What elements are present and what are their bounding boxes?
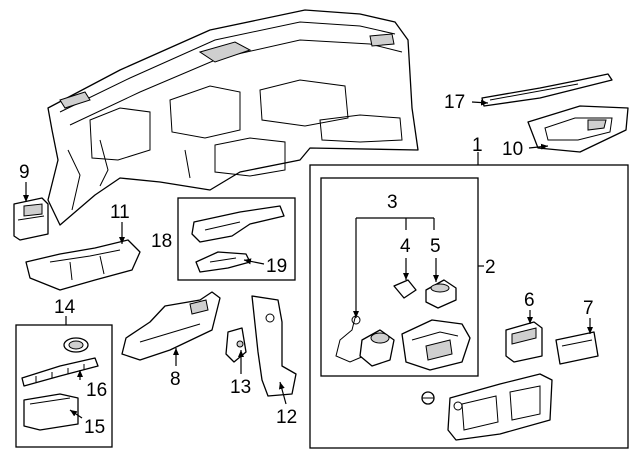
part-9-bracket <box>13 197 49 241</box>
part-17-trim-strip <box>481 73 613 107</box>
callout-14: 14 <box>54 297 76 318</box>
part-8-knee-panel <box>121 291 221 361</box>
callout-18: 18 <box>151 231 172 252</box>
callout-11: 11 <box>110 202 130 223</box>
instrument-panel-assembly <box>47 9 419 226</box>
group-box-1 <box>309 164 629 449</box>
callout-15: 15 <box>84 417 105 438</box>
part-3-socket-assembly <box>335 313 395 367</box>
part-5-socket <box>425 279 457 309</box>
callout-16: 16 <box>86 380 107 401</box>
callout-8: 8 <box>170 369 181 390</box>
callout-4: 4 <box>400 236 411 257</box>
part-11-reinforcement <box>25 239 141 291</box>
callout-2: 2 <box>485 257 496 278</box>
part-16-clip-strip <box>21 357 99 387</box>
callout-7: 7 <box>583 298 594 319</box>
callout-13: 13 <box>230 377 251 398</box>
part-13-small-bracket <box>225 327 247 363</box>
group-box-18-19 <box>177 197 296 281</box>
part-14-vent <box>63 337 89 353</box>
part-1-screw <box>421 391 435 405</box>
part-6-switch <box>505 321 543 363</box>
callout-3: 3 <box>387 192 398 213</box>
callout-10: 10 <box>502 139 523 160</box>
part-12-side-panel <box>251 295 297 397</box>
callout-5: 5 <box>430 236 441 257</box>
callout-1: 1 <box>472 135 483 156</box>
group-box-14-16 <box>15 324 113 448</box>
part-2-housing <box>401 319 471 371</box>
part-7-cover <box>555 331 599 365</box>
part-18-bracket <box>191 205 285 243</box>
callout-6: 6 <box>524 290 535 311</box>
part-19-clip-bracket <box>195 251 251 273</box>
callout-17: 17 <box>444 92 465 113</box>
part-1-control-panel <box>447 373 553 441</box>
part-15-trim-panel <box>23 393 79 431</box>
part-10-finish-panel <box>527 105 629 153</box>
part-4-cap <box>393 279 417 299</box>
callout-labels: 1 2 3 4 5 6 7 8 9 10 11 12 13 14 15 16 1… <box>19 92 594 438</box>
callout-9: 9 <box>19 162 30 183</box>
group-box-2 <box>320 177 479 377</box>
callout-12: 12 <box>276 407 297 428</box>
callout-19: 19 <box>266 256 287 277</box>
leader-lines <box>23 99 593 419</box>
